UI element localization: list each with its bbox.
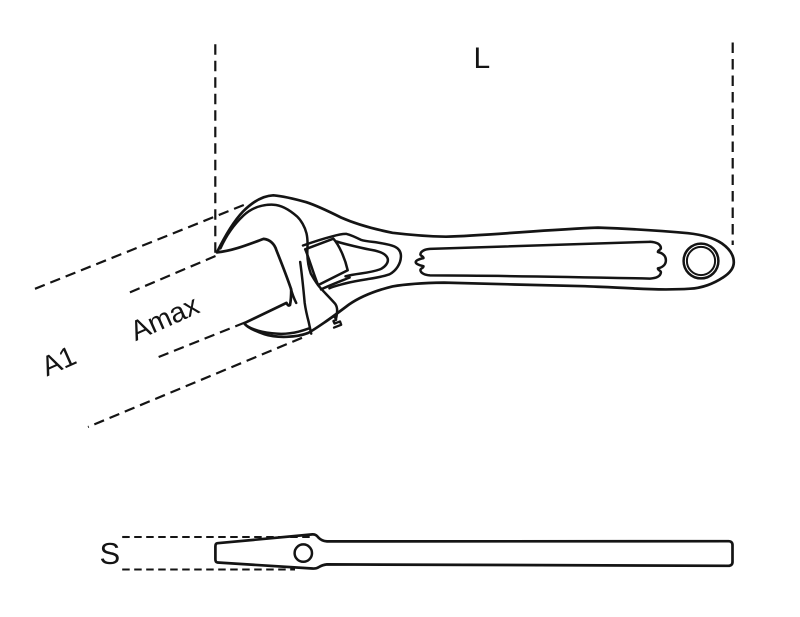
- svg-text:L: L: [474, 42, 491, 75]
- svg-text:Amax: Amax: [126, 289, 204, 346]
- svg-text:A1: A1: [37, 340, 81, 382]
- svg-text:S: S: [100, 536, 121, 571]
